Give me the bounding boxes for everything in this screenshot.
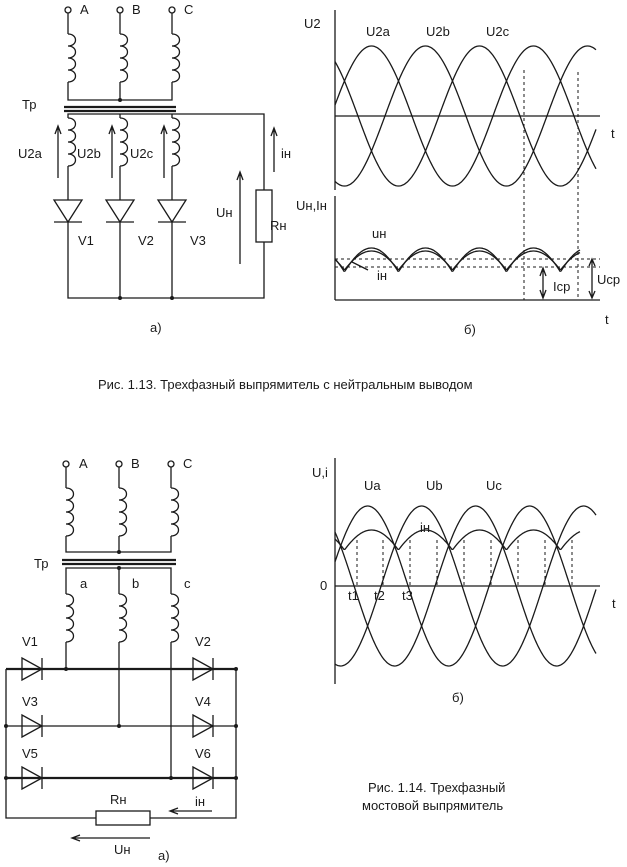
fig14-sub-b: б) bbox=[452, 690, 464, 705]
winding-a-label: a bbox=[80, 576, 88, 591]
load-current-label-2: iн bbox=[195, 794, 205, 809]
curve-ua-label: Ua bbox=[364, 478, 381, 493]
wave-u2c bbox=[334, 45, 597, 187]
transformer-core bbox=[64, 105, 176, 113]
diode-v5-bridge bbox=[21, 765, 44, 791]
diode-v2 bbox=[104, 199, 136, 224]
primary-coils-2 bbox=[65, 487, 180, 537]
terminal-a bbox=[64, 6, 72, 14]
bridge-output bbox=[334, 529, 581, 551]
load-voltage-label: Uн bbox=[216, 205, 233, 220]
wave-u2b bbox=[334, 45, 597, 187]
terminal-b bbox=[116, 6, 124, 14]
v3b-label: V3 bbox=[22, 694, 38, 709]
fig13-sub-b: б) bbox=[464, 322, 476, 337]
v5b-label: V5 bbox=[22, 746, 38, 761]
diode-v6-bridge bbox=[192, 765, 215, 791]
phase-b-label: B bbox=[132, 2, 141, 17]
v3-label: V3 bbox=[190, 233, 206, 248]
load-resistor bbox=[255, 189, 273, 243]
curve-ub-label: Ub bbox=[426, 478, 443, 493]
load-resistor-2 bbox=[95, 810, 151, 826]
tick-t3: t3 bbox=[402, 588, 413, 603]
phase-a2-label: A bbox=[79, 456, 88, 471]
v6b-label: V6 bbox=[195, 746, 211, 761]
curve-uc-label: Uc bbox=[486, 478, 502, 493]
fig14-plot: U,i 0 t Ua Ub Uc iн t1 t2 t3 б) bbox=[312, 458, 616, 705]
v1-label: V1 bbox=[78, 233, 94, 248]
curve-u2a-label: U2a bbox=[366, 24, 391, 39]
plot-top-ylabel: U2 bbox=[304, 16, 321, 31]
winding-b-label: b bbox=[132, 576, 139, 591]
terminal-b2 bbox=[115, 460, 123, 468]
icp-label: Icp bbox=[553, 279, 570, 294]
ucp-label: Ucp bbox=[597, 272, 620, 287]
terminal-c2 bbox=[167, 460, 175, 468]
load-voltage-label-2: Uн bbox=[114, 842, 131, 857]
plot-top-xlabel: t bbox=[611, 126, 615, 141]
wave-ub bbox=[334, 505, 597, 667]
load-label: Rн bbox=[270, 218, 287, 233]
phase-a-label: A bbox=[80, 2, 89, 17]
phase-b2-label: B bbox=[131, 456, 140, 471]
terminal-c bbox=[168, 6, 176, 14]
tick-t1: t1 bbox=[348, 588, 359, 603]
u2c-label: U2c bbox=[130, 146, 154, 161]
curve-un-label: uн bbox=[372, 226, 386, 241]
sample-dashes bbox=[356, 540, 573, 586]
u2b-label: U2b bbox=[77, 146, 101, 161]
v2b-label: V2 bbox=[195, 634, 211, 649]
plot14-origin: 0 bbox=[320, 578, 327, 593]
guide-lines bbox=[523, 70, 579, 300]
curve-u2b-label: U2b bbox=[426, 24, 450, 39]
curve-u2c-label: U2c bbox=[486, 24, 510, 39]
plot-bottom-xlabel: t bbox=[605, 312, 609, 327]
fig14-circuit: A B C Тр a b c bbox=[4, 456, 238, 863]
load-current-label: iн bbox=[281, 146, 291, 161]
u2a-label: U2a bbox=[18, 146, 43, 161]
curve-in-label: iн bbox=[377, 268, 387, 283]
wave-ua bbox=[334, 505, 597, 667]
v2-label: V2 bbox=[138, 233, 154, 248]
fig13-caption: Рис. 1.13. Трехфазный выпрямитель с нейт… bbox=[98, 377, 473, 392]
fig14-caption-line2: мостовой выпрямитель bbox=[362, 798, 503, 813]
fig14-sub-a: а) bbox=[158, 848, 170, 863]
wave-uc bbox=[334, 505, 597, 667]
diode-v3 bbox=[156, 199, 188, 224]
winding-c-label: c bbox=[184, 576, 191, 591]
rectified-current bbox=[334, 250, 581, 271]
phase-c-label: C bbox=[184, 2, 193, 17]
wave-u2a bbox=[334, 45, 597, 187]
diode-v4-bridge bbox=[192, 713, 215, 739]
plot14-ylabel: U,i bbox=[312, 465, 328, 480]
primary-coils bbox=[67, 33, 181, 83]
transformer-label: Тр bbox=[22, 97, 36, 112]
curve-current-label: iн bbox=[420, 520, 430, 535]
diode-v2-bridge bbox=[192, 656, 215, 682]
diode-v1-bridge bbox=[21, 656, 44, 682]
fig13-sub-a: а) bbox=[150, 320, 162, 335]
transformer-label-2: Тр bbox=[34, 556, 48, 571]
phase-c2-label: C bbox=[183, 456, 192, 471]
plot14-xlabel: t bbox=[612, 596, 616, 611]
load-label-2: Rн bbox=[110, 792, 127, 807]
plot-bottom-ylabel: Uн,Iн bbox=[296, 198, 327, 213]
fig13-plots: U2 t U2a U2b U2c Uн,Iн t uн iн Icp Ucp б… bbox=[296, 10, 620, 337]
v4b-label: V4 bbox=[195, 694, 211, 709]
diode-v1 bbox=[52, 199, 84, 224]
v1b-label: V1 bbox=[22, 634, 38, 649]
fig14-caption-line1: Рис. 1.14. Трехфазный bbox=[368, 780, 505, 795]
tick-t2: t2 bbox=[374, 588, 385, 603]
secondary-coils-2 bbox=[65, 593, 180, 643]
terminal-a2 bbox=[62, 460, 70, 468]
secondary-coils bbox=[67, 117, 181, 167]
diode-v3-bridge bbox=[21, 713, 44, 739]
fig13-circuit: A B C Тр U2a U2b U2c bbox=[18, 2, 291, 335]
transformer-core-2 bbox=[62, 558, 176, 566]
